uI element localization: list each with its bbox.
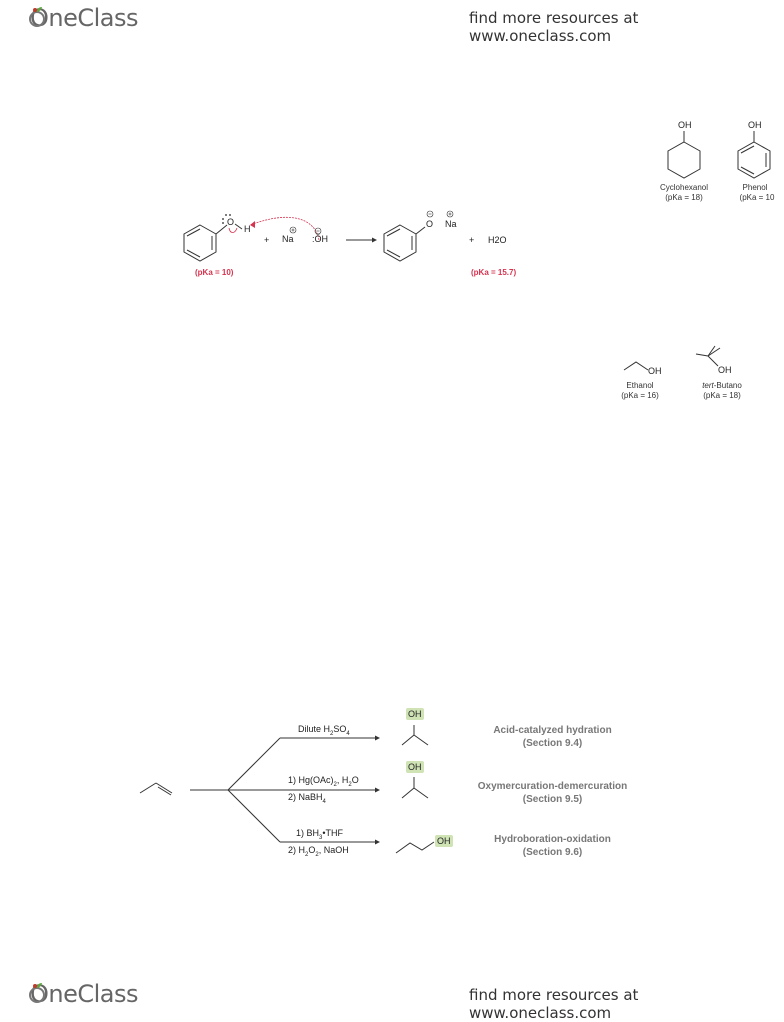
phenol-deprotonation-scheme: O H + Na :ÖH O Na + H2O (pKa = 10) (p <box>175 200 535 290</box>
route-3-reagent-2: 2) H2O2, NaOH <box>288 845 349 858</box>
route-3-name: Hydroboration-oxidation <box>494 834 611 845</box>
hydroxide-label: :ÖH <box>312 234 329 244</box>
hydration-routes-figure: Dilute H2SO4 OH Acid-catalyzed hydration… <box>130 700 650 870</box>
tbutanol-pka: (pKa = 18) <box>703 391 741 400</box>
route-1-oh-label: OH <box>406 708 424 720</box>
chain-structures-drawing <box>623 345 721 371</box>
svg-text:O: O <box>227 217 234 227</box>
ring-structures-drawing <box>667 131 771 179</box>
ethanol-name: Ethanol <box>626 381 654 390</box>
ethanol-pka: (pKa = 16) <box>621 391 659 400</box>
cyclohexanol-pka: (pKa = 18) <box>665 193 703 202</box>
footer-resources-link[interactable]: find more resources at www.oneclass.com <box>469 986 639 1022</box>
footer-brand-logo[interactable]: OneClass <box>28 980 139 1008</box>
route-1-reagent: Dilute H2SO4 <box>298 724 350 737</box>
sodium-cation-label: Na <box>282 234 294 244</box>
phenol-h-label: H <box>244 224 251 234</box>
water-label: H2O <box>488 235 507 245</box>
route-2-name: Oxymercuration-demercuration <box>477 781 628 792</box>
phenol-oh-label: OH <box>748 120 762 130</box>
brand-name: OneClass <box>30 4 139 32</box>
tbutanol-oh-label: OH <box>718 365 732 375</box>
chain-alcohols-figure: OH OH Ethanol (pKa = 16) tert-Butano (pK… <box>610 340 784 405</box>
pka-phenol-label: (pKa = 10) <box>195 268 234 277</box>
brand-logo[interactable]: OneClass <box>28 4 139 32</box>
plus-sign-1: + <box>264 235 270 245</box>
phenoxide-o-label: O <box>426 219 434 229</box>
phenol-name: Phenol <box>742 183 768 192</box>
route-2-oh-label: OH <box>406 761 424 773</box>
route-1-name: Acid-catalyzed hydration <box>493 725 612 736</box>
ring-alcohols-figure: OH OH Cyclohexanol (pKa = 18) Phenol (pK… <box>620 115 784 210</box>
cyclohexanol-oh-label: OH <box>678 120 692 130</box>
route-3-section: (Section 9.6) <box>522 847 583 858</box>
footer-brand-name: OneClass <box>30 980 139 1008</box>
phenol-pka: (pKa = 10 <box>739 193 775 202</box>
route-3-reagent-1: 1) BH3•THF <box>296 828 344 841</box>
header-resources-link[interactable]: find more resources at www.oneclass.com <box>469 9 639 45</box>
ethanol-oh-label: OH <box>648 366 662 376</box>
sodium-cation-product-label: Na <box>445 219 457 229</box>
oneclass-logo-icon <box>29 983 45 1003</box>
route-2-section: (Section 9.5) <box>522 794 583 805</box>
pka-water-label: (pKa = 15.7) <box>471 268 517 277</box>
route-1-section: (Section 9.4) <box>522 738 583 749</box>
route-2-reagent-2: 2) NaBH4 <box>288 792 326 805</box>
cyclohexanol-name: Cyclohexanol <box>659 183 709 192</box>
hydration-scheme-drawing <box>139 725 435 854</box>
oneclass-logo-icon <box>29 7 45 27</box>
reaction-drawing: O <box>183 210 454 262</box>
route-2-reagent-1: 1) Hg(OAc)2, H2O <box>288 775 359 788</box>
tbutanol-name: tert-Butano <box>702 381 742 390</box>
route-3-oh-label: OH <box>435 835 453 847</box>
plus-sign-2: + <box>469 235 475 245</box>
